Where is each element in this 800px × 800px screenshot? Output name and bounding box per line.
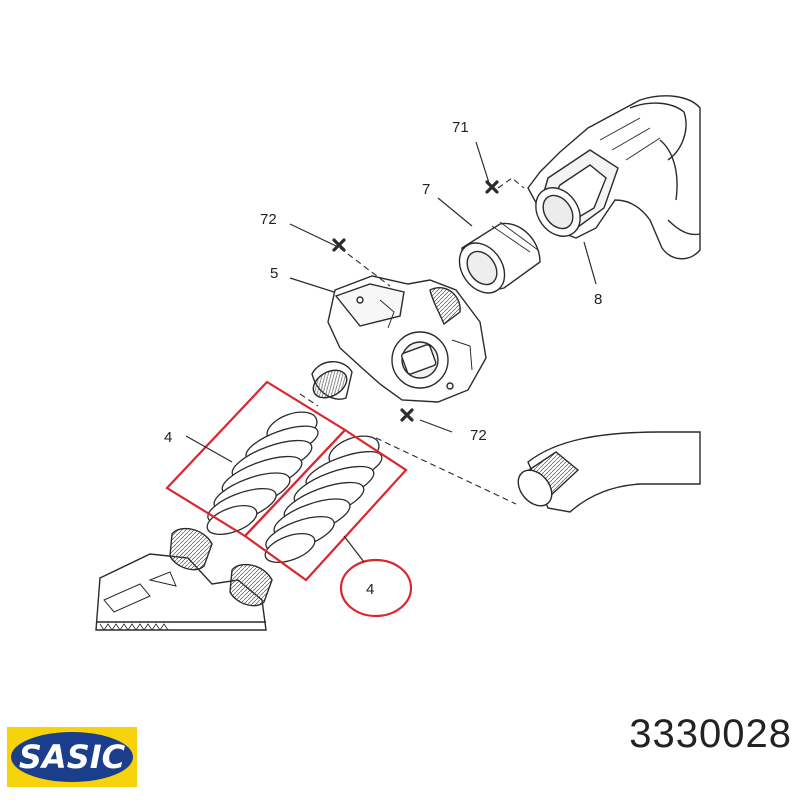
- callout-72-top: 72: [260, 211, 277, 228]
- callout-4-circled: 4: [366, 581, 374, 598]
- logo-oval: [11, 732, 133, 782]
- screw-markers: [332, 180, 499, 422]
- callout-7: 7: [422, 181, 430, 198]
- callout-72-right: 72: [470, 427, 487, 444]
- callout-4-left: 4: [164, 429, 172, 446]
- screw-marker-72-top: [332, 238, 346, 252]
- highlight-boxes: [165, 380, 413, 618]
- callout-5: 5: [270, 265, 278, 282]
- throttle-body-part: [311, 275, 487, 403]
- logo-text: SASIC: [19, 738, 126, 776]
- intake-manifold-part: [527, 95, 701, 260]
- callout-71: 71: [452, 119, 469, 136]
- callout-labels: 71 7 72 5 8 4 72 4: [164, 119, 602, 598]
- leader-lines: [185, 141, 597, 563]
- assembly-dashed-lines: [299, 177, 525, 505]
- charge-pipe-part: [517, 431, 701, 513]
- lower-manifold-part: [95, 527, 273, 631]
- highlight-box-right: [243, 428, 408, 582]
- screw-marker-72-right: [400, 408, 414, 422]
- highlight-circle: [339, 558, 413, 618]
- part-number: 3330028: [629, 712, 792, 756]
- callout-8: 8: [594, 291, 602, 308]
- bellows-hose-right-part: [264, 435, 383, 564]
- screw-marker-71: [485, 180, 499, 194]
- sasic-logo: SASIC: [7, 727, 137, 787]
- bellows-hose-left-part: [206, 411, 319, 536]
- coupling-sleeve-part: [458, 221, 541, 294]
